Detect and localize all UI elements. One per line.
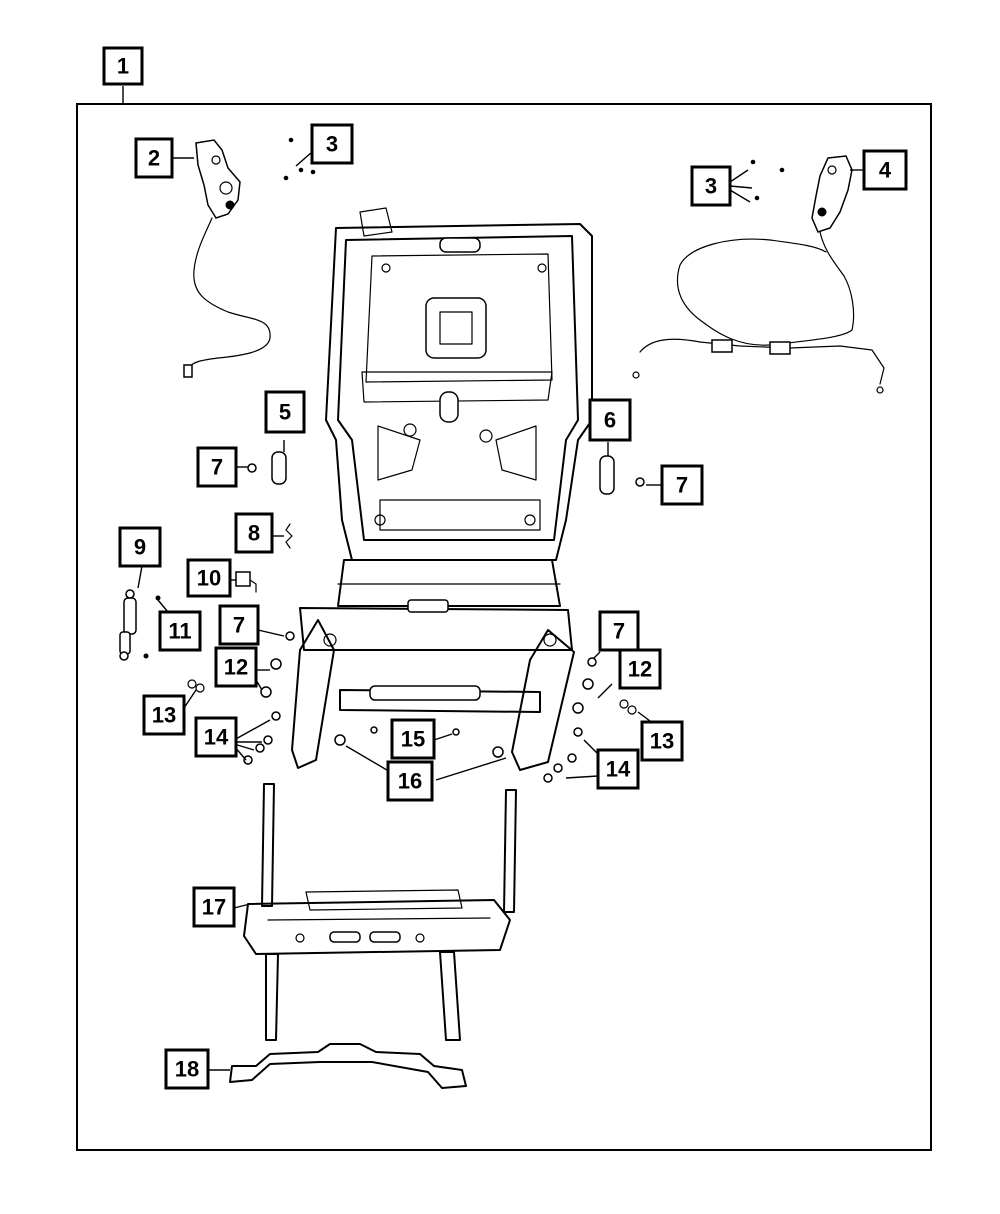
diagram-border bbox=[76, 103, 932, 1151]
callout-7-c: 7 bbox=[218, 604, 260, 646]
callout-18: 18 bbox=[164, 1048, 210, 1090]
svg-text:17: 17 bbox=[202, 895, 226, 920]
callout-12-left: 12 bbox=[214, 646, 258, 688]
callout-1: 1 bbox=[102, 46, 144, 86]
callout-7-a: 7 bbox=[196, 446, 238, 488]
svg-text:7: 7 bbox=[613, 619, 625, 644]
small-bolts bbox=[370, 726, 460, 736]
bolts bbox=[260, 658, 594, 714]
callout-8: 8 bbox=[234, 512, 274, 554]
svg-text:7: 7 bbox=[233, 613, 245, 638]
callout-10: 10 bbox=[186, 558, 232, 598]
svg-text:11: 11 bbox=[168, 619, 191, 644]
callout-6: 6 bbox=[588, 398, 632, 442]
svg-text:3: 3 bbox=[705, 174, 717, 199]
screw-set-left bbox=[283, 137, 316, 181]
callout-14-right: 14 bbox=[596, 748, 640, 790]
callout-14-left: 14 bbox=[194, 716, 238, 758]
svg-text:7: 7 bbox=[676, 473, 688, 498]
recliner-motor-right bbox=[632, 155, 885, 394]
svg-text:7: 7 bbox=[211, 455, 223, 480]
callout-7-d: 7 bbox=[598, 610, 640, 652]
svg-text:12: 12 bbox=[224, 655, 248, 680]
callout-5: 5 bbox=[264, 390, 306, 434]
svg-text:3: 3 bbox=[326, 132, 338, 157]
svg-text:12: 12 bbox=[628, 657, 652, 682]
callout-4: 4 bbox=[862, 149, 908, 191]
svg-text:6: 6 bbox=[604, 408, 616, 433]
svg-text:18: 18 bbox=[175, 1057, 199, 1082]
bracket bbox=[235, 571, 257, 593]
svg-text:15: 15 bbox=[401, 727, 425, 752]
callout-13-left: 13 bbox=[142, 694, 186, 736]
svg-text:1: 1 bbox=[117, 54, 129, 79]
callout-11: 11 bbox=[158, 610, 202, 652]
cross-tube bbox=[229, 1043, 467, 1089]
pivot-bushing-left bbox=[271, 451, 287, 485]
callout-2: 2 bbox=[134, 137, 174, 179]
seat-back-frame bbox=[325, 207, 593, 561]
svg-text:10: 10 bbox=[197, 566, 221, 591]
pivot-bushing-right bbox=[599, 455, 615, 495]
svg-text:8: 8 bbox=[248, 521, 260, 546]
callout-3-right: 3 bbox=[690, 165, 732, 207]
screw-set-right bbox=[750, 159, 785, 201]
callout-17: 17 bbox=[192, 886, 236, 928]
svg-text:2: 2 bbox=[148, 146, 160, 171]
callout-7-b: 7 bbox=[660, 464, 704, 506]
svg-text:14: 14 bbox=[606, 757, 631, 782]
callout-16: 16 bbox=[386, 760, 434, 802]
svg-text:5: 5 bbox=[279, 400, 291, 425]
spring bbox=[285, 523, 293, 549]
callout-13-right: 13 bbox=[640, 720, 684, 762]
nuts bbox=[187, 679, 637, 715]
svg-text:13: 13 bbox=[650, 729, 674, 754]
gas-strut bbox=[119, 589, 137, 661]
callout-9: 9 bbox=[118, 526, 162, 568]
seat-riser bbox=[243, 783, 517, 1041]
leader-lines bbox=[137, 151, 864, 1071]
svg-text:9: 9 bbox=[134, 535, 146, 560]
pin-fasteners bbox=[247, 463, 645, 667]
svg-text:14: 14 bbox=[204, 725, 229, 750]
seat-cushion-frame bbox=[291, 559, 575, 771]
screws bbox=[243, 711, 583, 783]
svg-text:16: 16 bbox=[398, 769, 422, 794]
recliner-motor-left bbox=[183, 139, 271, 378]
svg-text:4: 4 bbox=[879, 158, 892, 183]
svg-text:13: 13 bbox=[152, 703, 176, 728]
callout-15: 15 bbox=[390, 718, 436, 760]
clip bbox=[143, 595, 161, 659]
callout-12-right: 12 bbox=[618, 648, 662, 690]
callout-3-left: 3 bbox=[310, 123, 354, 165]
